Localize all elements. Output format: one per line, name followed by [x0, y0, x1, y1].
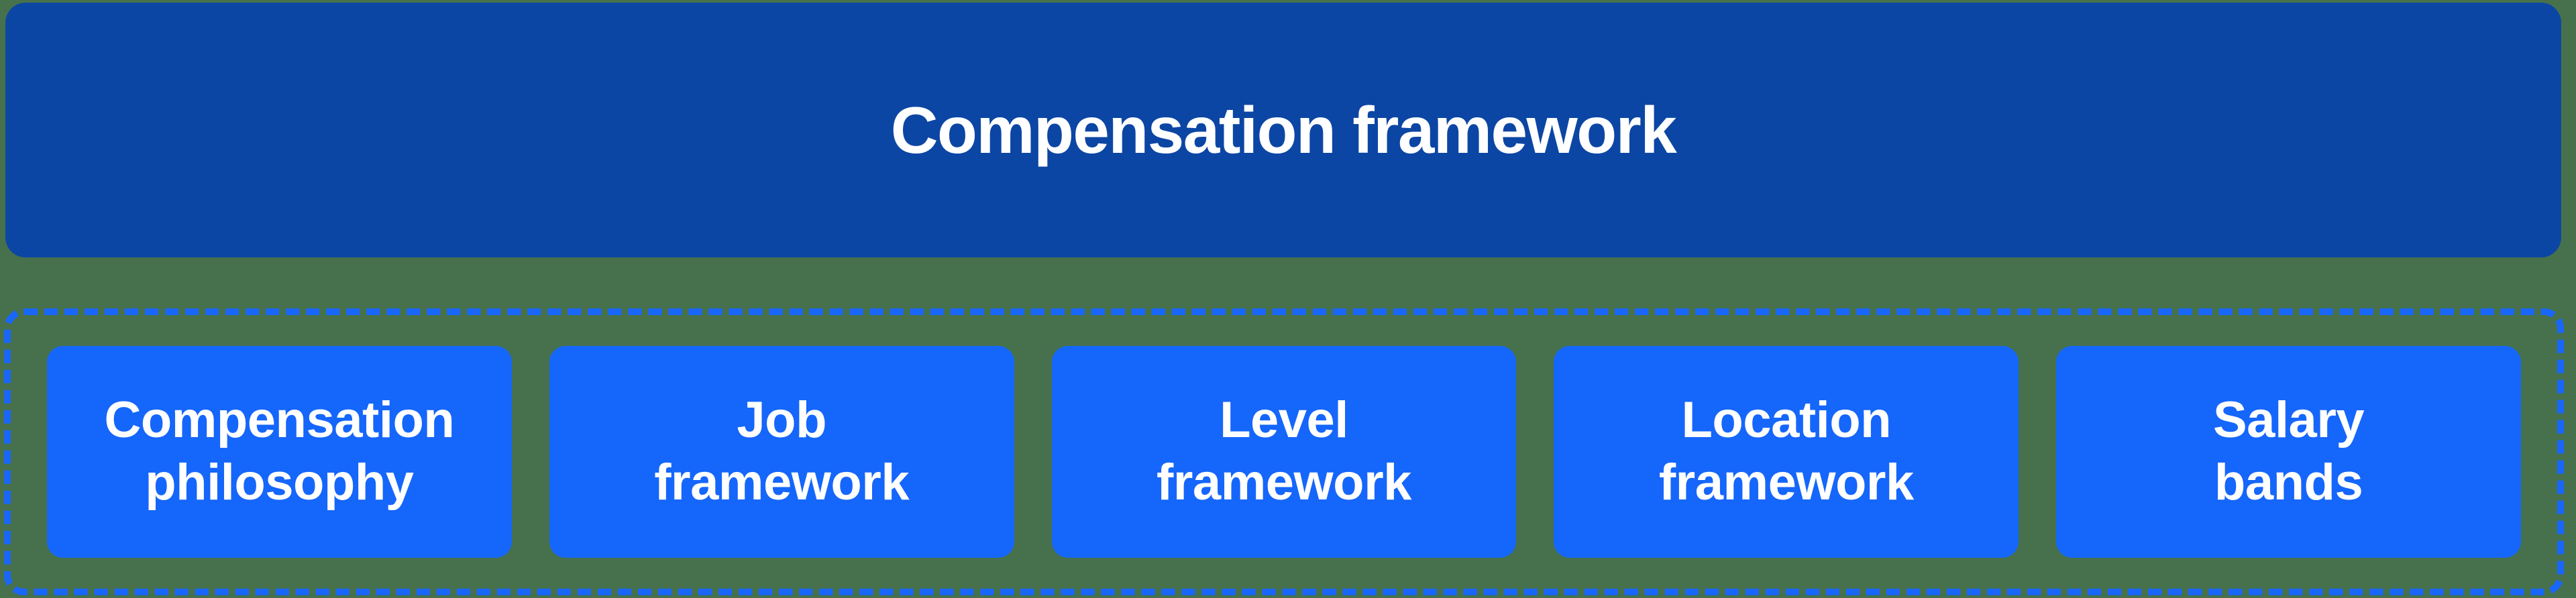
component-box-level-framework: Level framework: [1051, 346, 1517, 558]
component-label-line1: Compensation: [104, 392, 455, 449]
component-label-line2: philosophy: [145, 454, 414, 511]
diagram-title: Compensation framework: [890, 93, 1677, 167]
component-label: Job framework: [654, 390, 909, 514]
component-label-line1: Job: [737, 392, 826, 449]
component-label: Level framework: [1157, 390, 1411, 514]
compensation-framework-header-box: Compensation framework: [5, 3, 2561, 257]
component-box-job-framework: Job framework: [549, 346, 1014, 558]
component-label-line2: bands: [2214, 454, 2363, 511]
component-label-line1: Location: [1681, 392, 1892, 449]
framework-components-container: Compensation philosophy Job framework Le…: [4, 308, 2564, 595]
component-label: Compensation philosophy: [104, 390, 454, 514]
component-label-line2: framework: [1658, 454, 1914, 511]
component-label: Location framework: [1659, 390, 1914, 514]
component-label: Salary bands: [2212, 390, 2365, 514]
component-box-salary-bands: Salary bands: [2056, 346, 2521, 558]
component-box-compensation-philosophy: Compensation philosophy: [47, 346, 512, 558]
component-label-line1: Salary: [2212, 392, 2365, 449]
component-label-line2: framework: [654, 454, 910, 511]
component-label-line1: Level: [1220, 392, 1348, 449]
component-box-location-framework: Location framework: [1554, 346, 2019, 558]
component-label-line2: framework: [1157, 454, 1411, 511]
